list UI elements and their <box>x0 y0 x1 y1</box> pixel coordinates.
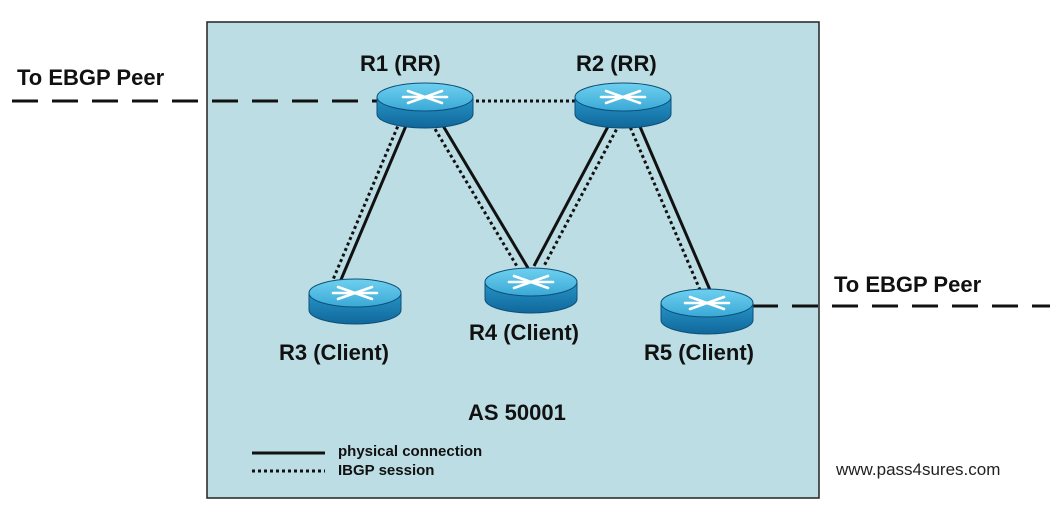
router-symbol-icon <box>401 89 449 105</box>
ibgp-sessions <box>330 99 702 291</box>
link-r1-r4 <box>440 123 530 269</box>
router-r5-label: R5 (Client) <box>644 340 754 365</box>
router-symbol-icon <box>331 285 379 301</box>
legend-physical-text: physical connection <box>338 443 483 460</box>
ebgp-peer-label-left: To EBGP Peer <box>17 65 165 90</box>
ebgp-peer-label-right: To EBGP Peer <box>834 272 982 297</box>
ibgp-r1-r4 <box>430 123 520 269</box>
router-symbol-icon <box>507 274 555 290</box>
router-r2-label: R2 (RR) <box>576 51 657 76</box>
legend-ibgp-text: IBGP session <box>338 462 435 479</box>
ibgp-r2-r4 <box>542 118 624 267</box>
website-footer: www.pass4sures.com <box>836 460 1001 479</box>
router-r2 <box>574 82 672 129</box>
as-number-label: AS 50001 <box>468 400 566 425</box>
router-r4-label: R4 (Client) <box>469 320 579 345</box>
router-r1-label: R1 (RR) <box>360 51 441 76</box>
link-r2-r5 <box>636 121 712 291</box>
router-symbol-icon <box>683 295 731 311</box>
ibgp-r2-r5 <box>626 121 702 291</box>
router-r3 <box>308 278 402 325</box>
router-r5 <box>660 288 754 335</box>
router-symbol-icon <box>599 89 647 105</box>
link-r1-r3 <box>338 120 410 283</box>
router-r1 <box>376 82 474 129</box>
link-r2-r4 <box>532 118 614 267</box>
router-r3-label: R3 (Client) <box>279 340 389 365</box>
physical-links <box>338 118 712 291</box>
ibgp-r1-r3 <box>330 120 402 283</box>
router-r4 <box>484 267 578 314</box>
